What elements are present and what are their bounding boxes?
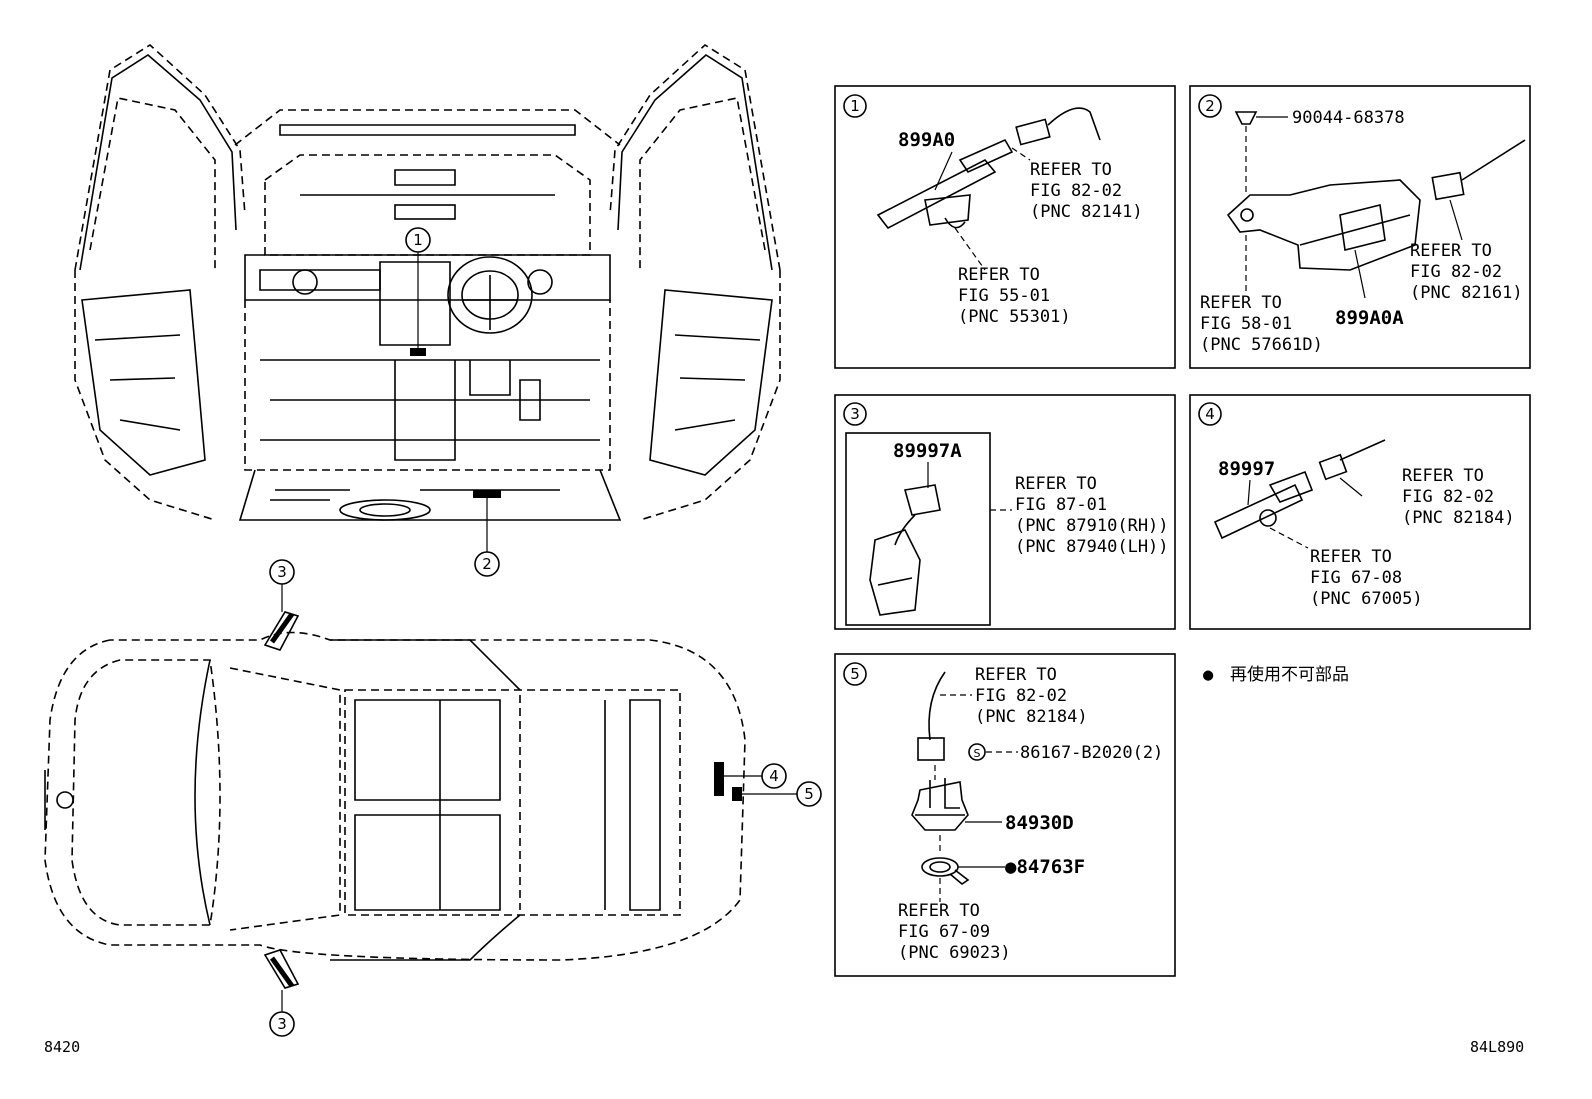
svg-text:1: 1: [413, 231, 423, 249]
svg-text:(PNC 57661D): (PNC 57661D): [1200, 335, 1323, 355]
svg-text:REFER TO: REFER TO: [958, 265, 1040, 285]
vehicle-top-view: [44, 584, 797, 1012]
svg-text:FIG 82-02: FIG 82-02: [975, 686, 1067, 706]
svg-text:899A0: 899A0: [898, 129, 955, 151]
svg-text:5: 5: [850, 665, 860, 683]
svg-text:(PNC 87940(LH)): (PNC 87940(LH)): [1015, 537, 1169, 557]
svg-text:(PNC 82184): (PNC 82184): [975, 707, 1088, 727]
svg-text:REFER TO: REFER TO: [975, 665, 1057, 685]
svg-text:899A0A: 899A0A: [1335, 307, 1404, 329]
panel-2: 2 90044-68378 REFER TO FIG 82-02 (PNC 82…: [1189, 85, 1531, 369]
svg-text:3: 3: [277, 563, 287, 581]
svg-text:1: 1: [850, 97, 860, 115]
svg-text:REFER TO: REFER TO: [1410, 241, 1492, 261]
svg-text:FIG 58-01: FIG 58-01: [1200, 314, 1292, 334]
svg-text:2: 2: [1205, 97, 1215, 115]
panel-3: 3 89997A REFER TO FIG 87-01 (PNC 87910(R…: [834, 394, 1176, 630]
svg-text:89997: 89997: [1218, 458, 1275, 480]
footer-left-code: 8420: [44, 1038, 80, 1056]
svg-text:REFER TO: REFER TO: [1015, 474, 1097, 494]
svg-text:3: 3: [277, 1015, 287, 1033]
svg-text:●: ●: [1203, 665, 1214, 685]
cabin-interior-view: [74, 44, 781, 552]
svg-text:2: 2: [482, 555, 492, 573]
svg-text:(PNC 55301): (PNC 55301): [958, 307, 1071, 327]
svg-text:(PNC 67005): (PNC 67005): [1310, 589, 1423, 609]
svg-text:4: 4: [769, 767, 779, 785]
panel-4: 4 89997 REFER TO FIG 82-02 (PNC 82184) R…: [1189, 394, 1531, 630]
svg-text:REFER TO: REFER TO: [898, 901, 980, 921]
svg-text:FIG 67-08: FIG 67-08: [1310, 568, 1402, 588]
legend: ● 再使用不可部品: [1203, 664, 1349, 685]
footer-right-code: 84L890: [1470, 1038, 1524, 1056]
svg-text:FIG 82-02: FIG 82-02: [1030, 181, 1122, 201]
svg-text:FIG 87-01: FIG 87-01: [1015, 495, 1107, 515]
callout-5: 5: [796, 781, 822, 807]
svg-text:(PNC 82184): (PNC 82184): [1402, 508, 1515, 528]
svg-text:3: 3: [850, 405, 860, 423]
callout-2: 2: [474, 551, 500, 577]
svg-text:86167-B2020(2): 86167-B2020(2): [1020, 743, 1163, 763]
svg-text:(PNC 82141): (PNC 82141): [1030, 202, 1143, 222]
svg-text:FIG 67-09: FIG 67-09: [898, 922, 990, 942]
svg-text:(PNC 82161): (PNC 82161): [1410, 283, 1523, 303]
svg-text:FIG 82-02: FIG 82-02: [1410, 262, 1502, 282]
panel-5: 5 REFER TO FIG 82-02 (PNC 82184) S 86167…: [834, 653, 1176, 977]
svg-text:90044-68378: 90044-68378: [1292, 108, 1405, 128]
svg-text:REFER TO: REFER TO: [1030, 160, 1112, 180]
svg-text:4: 4: [1205, 405, 1215, 423]
svg-text:REFER TO: REFER TO: [1200, 293, 1282, 313]
callout-1: 1: [405, 227, 431, 253]
svg-text:再使用不可部品: 再使用不可部品: [1230, 664, 1349, 685]
svg-text:84930D: 84930D: [1005, 812, 1074, 834]
svg-text:5: 5: [804, 785, 814, 803]
callout-4: 4: [761, 763, 787, 789]
callout-3-top: 3: [269, 559, 295, 585]
svg-text:FIG 55-01: FIG 55-01: [958, 286, 1050, 306]
panel-1: 1 899A0 REFER TO FIG 82-02 (PNC 82141) R…: [834, 85, 1176, 369]
svg-text:●84763F: ●84763F: [1005, 856, 1085, 878]
svg-text:S: S: [974, 747, 981, 760]
svg-text:FIG 82-02: FIG 82-02: [1402, 487, 1494, 507]
svg-text:REFER TO: REFER TO: [1402, 466, 1484, 486]
svg-text:(PNC 69023): (PNC 69023): [898, 943, 1011, 963]
svg-text:REFER TO: REFER TO: [1310, 547, 1392, 567]
svg-text:89997A: 89997A: [893, 440, 962, 462]
svg-text:(PNC 87910(RH)): (PNC 87910(RH)): [1015, 516, 1169, 536]
callout-3-bottom: 3: [269, 1011, 295, 1037]
